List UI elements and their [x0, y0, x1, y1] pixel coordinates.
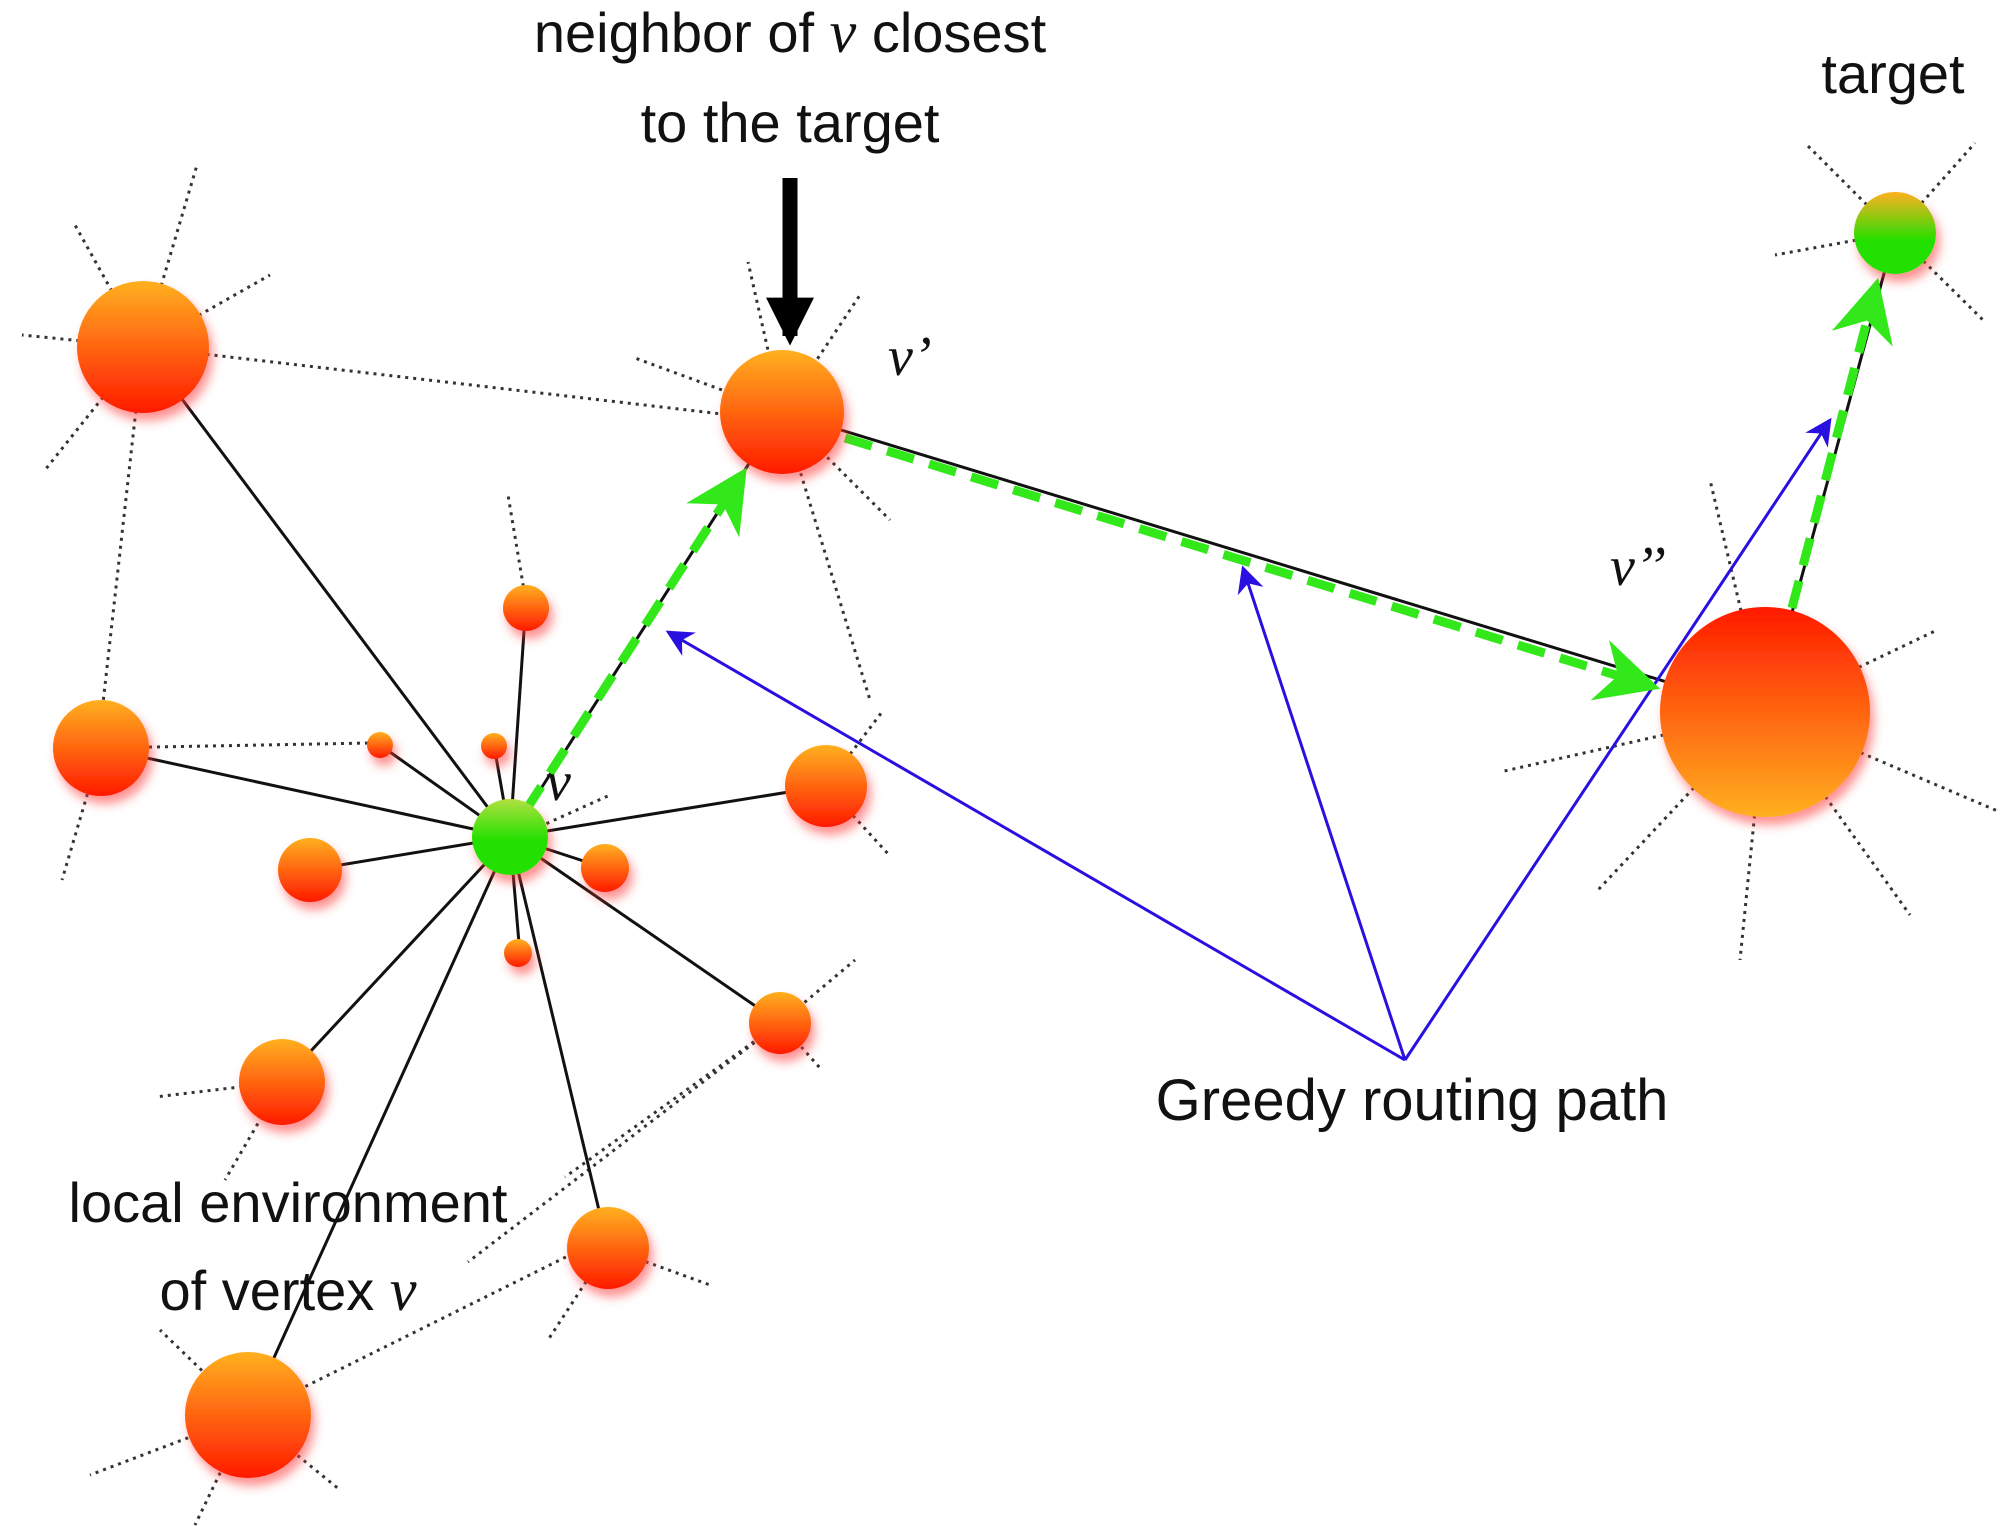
neighbor-label-line2: to the target [641, 91, 940, 154]
node-small-top [503, 585, 549, 631]
node-v-prime [720, 350, 844, 474]
routing-arrow-to-v-prime [665, 630, 1406, 1062]
node-tiny-1 [367, 732, 393, 758]
node-tiny-2 [481, 733, 507, 759]
node-bottom [567, 1207, 649, 1289]
greedy-routing-arrows [665, 417, 1832, 1062]
node-mid-left [278, 838, 342, 902]
v-prime-label: v’ [888, 326, 932, 388]
node-bottom-big [185, 1352, 311, 1478]
node-v [472, 799, 548, 875]
node-top-left [77, 281, 209, 413]
routing-arrow-to-mid [1237, 565, 1407, 1061]
nodes [53, 192, 1936, 1478]
target-label: target [1821, 42, 1965, 105]
path-segment-v-prime-to-v-double-prime [843, 433, 1661, 701]
green-path [522, 277, 1893, 813]
node-small-right [581, 844, 629, 892]
v-label: v [546, 751, 571, 813]
neighbor-label-line1: neighbor of v closest [534, 0, 1047, 65]
node-tiny-3 [504, 939, 532, 967]
routing-arrow-to-target [1403, 417, 1832, 1061]
path-segment-v-double-prime-to-target [1787, 277, 1893, 610]
greedy-routing-label: Greedy routing path [1156, 1068, 1669, 1133]
path-segment-v-to-v-prime [522, 467, 747, 813]
node-target [1854, 192, 1936, 274]
local-environment-label-line2: of vertex v [160, 1257, 417, 1323]
node-right-mid [785, 745, 867, 827]
local-environment-label-line1: local environment [69, 1171, 508, 1234]
node-v-double-prime [1660, 607, 1870, 817]
v-double-prime-label: v’’ [1610, 536, 1666, 598]
node-lower-right [749, 992, 811, 1054]
node-left [53, 700, 149, 796]
node-lower-left [239, 1039, 325, 1125]
